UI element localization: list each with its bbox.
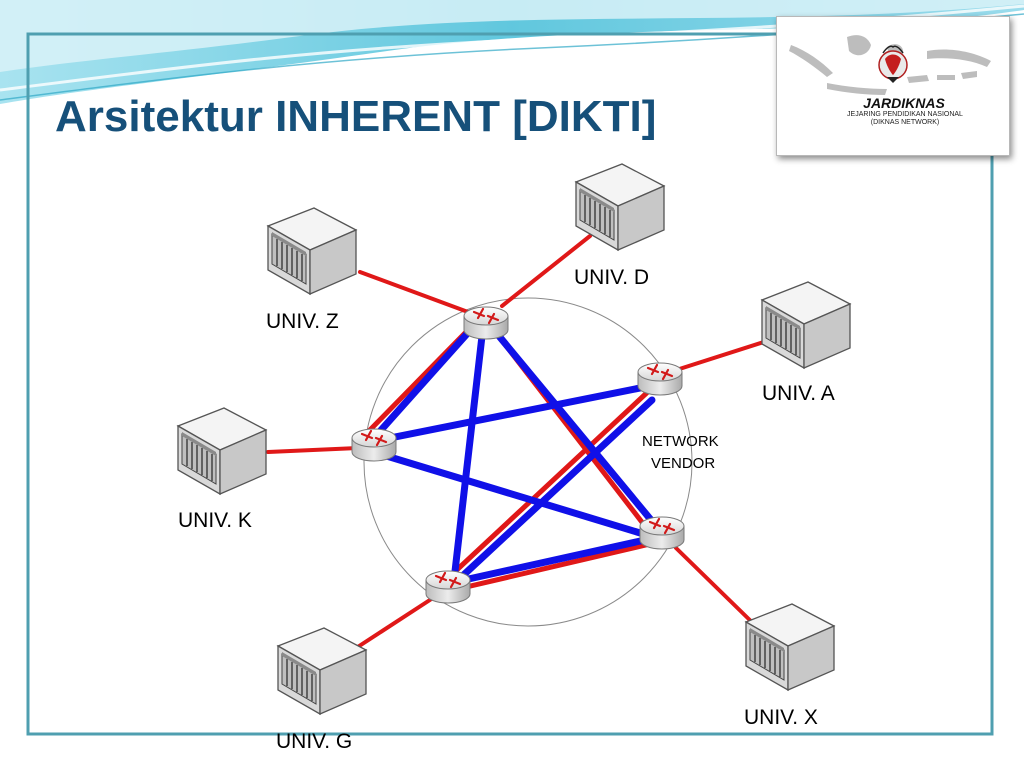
access-link-univ-a bbox=[668, 338, 772, 374]
router-bottom bbox=[424, 569, 472, 605]
server-univ-a bbox=[761, 281, 851, 369]
server-univ-z bbox=[267, 207, 357, 295]
server-univ-k bbox=[177, 407, 267, 495]
router-left bbox=[350, 427, 398, 463]
access-links bbox=[266, 234, 772, 654]
jardiknas-logo: JARDIKNAS JEJARING PENDIDIKAN NASIONAL (… bbox=[776, 16, 1010, 156]
logo-subtitle-line1: JEJARING PENDIDIKAN NASIONAL bbox=[847, 111, 963, 118]
label-univ-d: UNIV. D bbox=[574, 266, 649, 289]
access-link-univ-k bbox=[266, 446, 360, 454]
label-univ-k: UNIV. K bbox=[178, 509, 252, 532]
backbone-blue-links bbox=[370, 322, 660, 586]
label-univ-g: UNIV. G bbox=[276, 730, 352, 753]
access-link-univ-z bbox=[358, 270, 470, 314]
indonesia-map-emblem-icon bbox=[789, 35, 991, 95]
label-univ-a: UNIV. A bbox=[762, 382, 835, 405]
server-univ-g bbox=[277, 627, 367, 715]
logo-subtitle: JEJARING PENDIDIKAN NASIONAL (DIKNAS NET… bbox=[821, 111, 989, 127]
access-link-univ-d bbox=[500, 234, 592, 308]
router-right-lower bbox=[638, 515, 686, 551]
label-network-vendor-line2: VENDOR bbox=[651, 455, 715, 472]
logo-subtitle-line2: (DIKNAS NETWORK) bbox=[870, 119, 940, 126]
network-vendor-circle bbox=[363, 297, 693, 627]
access-link-univ-g bbox=[348, 594, 438, 654]
label-univ-z: UNIV. Z bbox=[266, 310, 339, 333]
server-univ-x bbox=[745, 603, 835, 691]
slide-title: Arsitektur INHERENT [DIKTI] bbox=[55, 92, 657, 141]
router-right-upper bbox=[636, 361, 684, 397]
logo-name: JARDIKNAS bbox=[863, 95, 945, 111]
label-univ-x: UNIV. X bbox=[744, 706, 818, 729]
access-link-univ-x bbox=[674, 546, 762, 632]
router-top bbox=[462, 305, 510, 341]
slide-frame bbox=[26, 32, 994, 736]
label-network-vendor-line1: NETWORK bbox=[642, 433, 719, 450]
